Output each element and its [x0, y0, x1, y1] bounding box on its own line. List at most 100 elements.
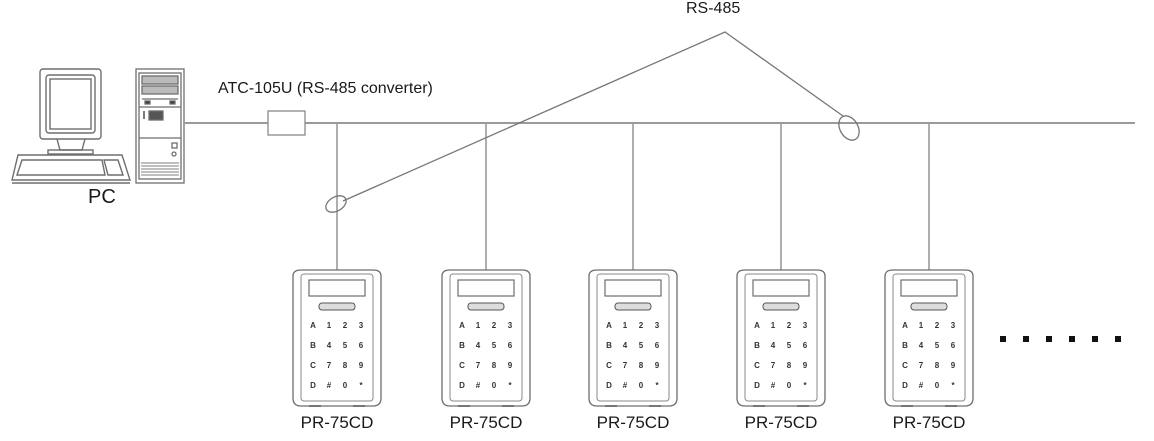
- brand-badge: [467, 302, 505, 311]
- keypad-key: *: [359, 381, 363, 390]
- keypad-key: 7: [327, 361, 332, 370]
- keypad-key: 0: [639, 381, 644, 390]
- pc-tower-icon: [135, 68, 185, 184]
- keypad-key: 8: [639, 361, 644, 370]
- rs485-label: RS-485: [686, 0, 741, 17]
- converter-box-icon: [267, 110, 306, 136]
- keypad-key: 0: [343, 381, 348, 390]
- keypad-key: 3: [951, 321, 956, 330]
- keypad-key: B: [754, 341, 760, 350]
- keypad-key: C: [459, 361, 465, 370]
- device-label: PR-75CD: [744, 413, 818, 432]
- keypad-key: C: [606, 361, 612, 370]
- keypad-key: 4: [327, 341, 332, 350]
- keypad-key: 2: [639, 321, 644, 330]
- brand-badge: [318, 302, 356, 311]
- keypad-key: 4: [623, 341, 628, 350]
- keypad-key: 3: [803, 321, 808, 330]
- keypad-key: A: [310, 321, 316, 330]
- keypad-key: *: [803, 381, 807, 390]
- keypad-key: 6: [508, 341, 513, 350]
- keypad-key: 1: [919, 321, 924, 330]
- keypad-key: 1: [623, 321, 628, 330]
- keypad-key: 0: [492, 381, 497, 390]
- keypad-key: *: [508, 381, 512, 390]
- keypad-key: 1: [771, 321, 776, 330]
- keypad-key: 9: [655, 361, 660, 370]
- keypad-key: B: [902, 341, 908, 350]
- device-label: PR-75CD: [449, 413, 523, 432]
- dot: [1115, 336, 1121, 342]
- keypad-key: #: [919, 381, 924, 390]
- dot: [1023, 336, 1029, 342]
- keypad-key: D: [310, 381, 316, 390]
- keypad-key: 5: [935, 341, 940, 350]
- keypad-key: 2: [343, 321, 348, 330]
- brand-badge: [762, 302, 800, 311]
- keypad-key: *: [655, 381, 659, 390]
- device-label: PR-75CD: [300, 413, 374, 432]
- keypad-key: 9: [951, 361, 956, 370]
- keypad-key: A: [459, 321, 465, 330]
- keypad-key: 6: [803, 341, 808, 350]
- keypad-key: D: [459, 381, 465, 390]
- keypad-key: 9: [803, 361, 808, 370]
- keypad-key: 3: [359, 321, 364, 330]
- keypad-key: 6: [359, 341, 364, 350]
- keypad-key: B: [606, 341, 612, 350]
- cable-marker-right: [838, 115, 860, 141]
- desktop-computer-icon: [11, 68, 131, 184]
- dot: [1069, 336, 1075, 342]
- keypad-key: 1: [476, 321, 481, 330]
- pc-label: PC: [88, 186, 116, 208]
- keypad-key: 9: [359, 361, 364, 370]
- keypad-key: 0: [787, 381, 792, 390]
- keypad-key: 8: [343, 361, 348, 370]
- keypad-key: 7: [623, 361, 628, 370]
- keypad-key: 4: [919, 341, 924, 350]
- keypad-key: 9: [508, 361, 513, 370]
- dot: [1046, 336, 1052, 342]
- keypad-key: 8: [787, 361, 792, 370]
- keypad-key: 4: [476, 341, 481, 350]
- keypad-key: 8: [935, 361, 940, 370]
- cable-marker-left: [325, 195, 347, 213]
- keypad-key: 4: [771, 341, 776, 350]
- keypad-key: 7: [476, 361, 481, 370]
- keypad-key: 7: [919, 361, 924, 370]
- keypad-key: 5: [343, 341, 348, 350]
- keypad-key: A: [754, 321, 760, 330]
- keypad-key: D: [754, 381, 760, 390]
- brand-badge: [614, 302, 652, 311]
- keypad-key: A: [606, 321, 612, 330]
- lcd-display: [900, 279, 958, 297]
- brand-badge: [910, 302, 948, 311]
- keypad-key: C: [310, 361, 316, 370]
- keypad-key: 2: [787, 321, 792, 330]
- keypad-key: 5: [492, 341, 497, 350]
- keypad-key: C: [754, 361, 760, 370]
- converter-label: ATC-105U (RS-485 converter): [218, 80, 433, 97]
- keypad-key: #: [476, 381, 481, 390]
- keypad-key: 6: [655, 341, 660, 350]
- keypad-key: 8: [492, 361, 497, 370]
- keypad-key: 3: [655, 321, 660, 330]
- keypad-key: #: [327, 381, 332, 390]
- dot: [1000, 336, 1006, 342]
- keypad-key: 1: [327, 321, 332, 330]
- keypad-key: B: [459, 341, 465, 350]
- keypad-key: A: [902, 321, 908, 330]
- lcd-display: [308, 279, 366, 297]
- keypad-key: 3: [508, 321, 513, 330]
- keypad-key: D: [902, 381, 908, 390]
- keypad-key: 6: [951, 341, 956, 350]
- lcd-display: [752, 279, 810, 297]
- dot: [1092, 336, 1098, 342]
- lcd-display: [457, 279, 515, 297]
- keypad-key: 5: [639, 341, 644, 350]
- continuation-dots: [1000, 336, 1121, 342]
- lcd-display: [604, 279, 662, 297]
